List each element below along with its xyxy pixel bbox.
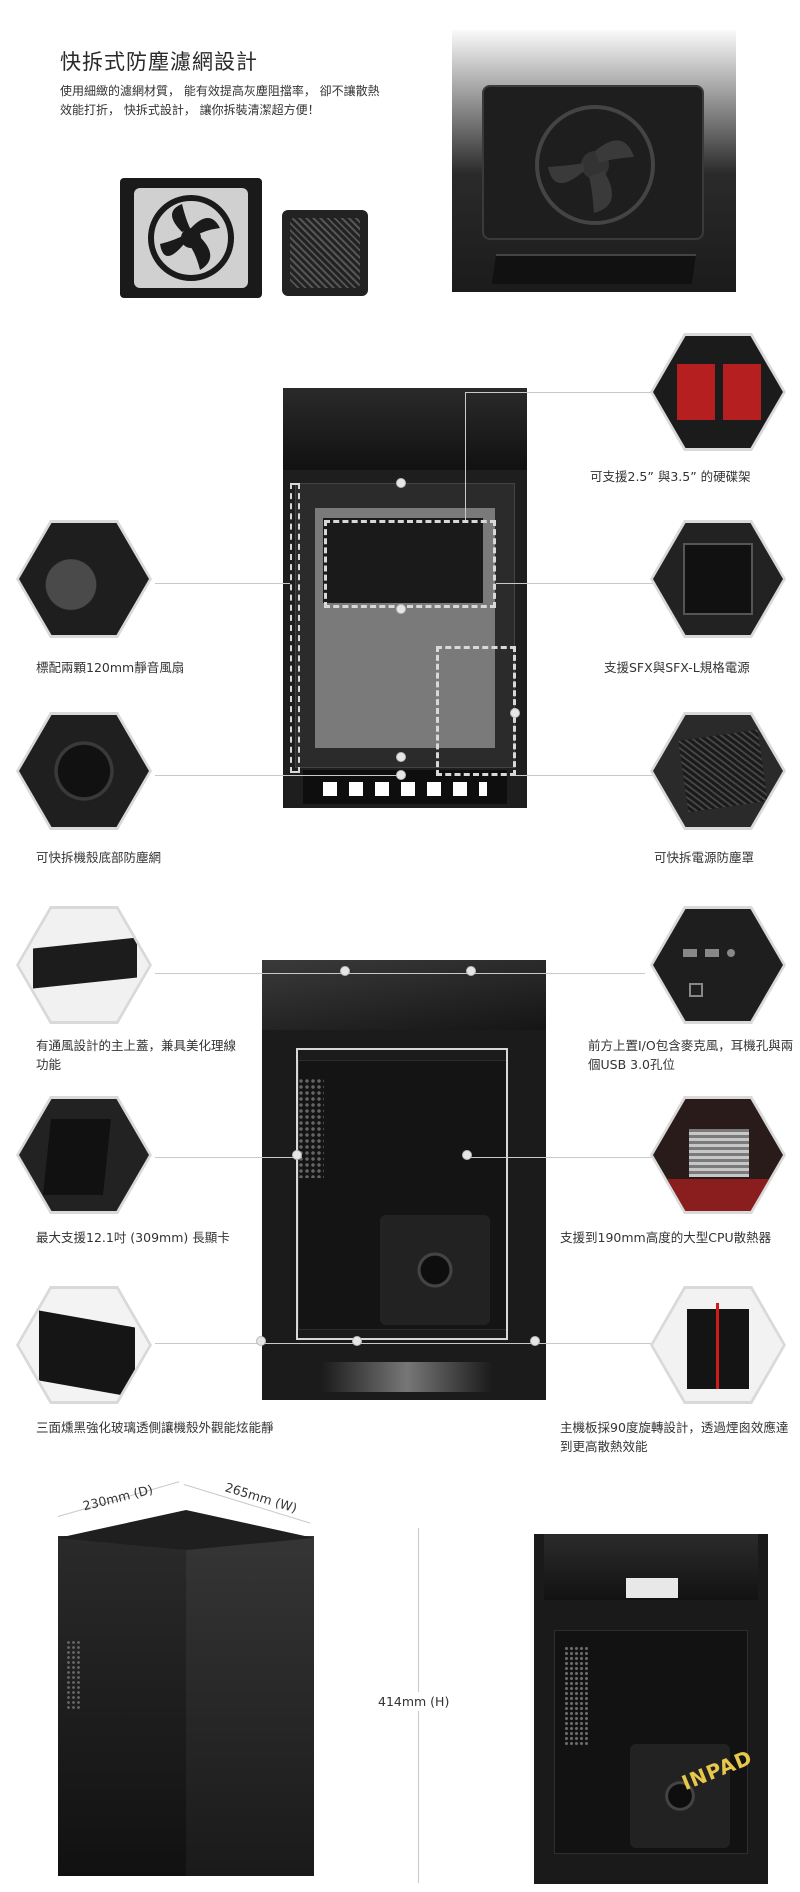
cpu-cooler-caption: 支援到190mm高度的大型CPU散熱器 [560,1230,772,1245]
case-front-open-image [283,388,527,808]
large-dust-filter-image [120,178,262,298]
psu-filter-hex-image [650,712,786,830]
psu-filter-caption: 可快拆電源防塵罩 [654,850,755,865]
hdd-bracket-hex-image [650,333,786,451]
rotation-caption: 主機板採90度旋轉設計，透過煙囪效應達到更高散熱效能 [560,1420,789,1454]
psu-highlight [436,646,516,776]
gpu-hex-image [16,1096,152,1214]
case-top-filter-image [452,30,736,292]
glass-hex-image [16,1286,152,1404]
front-io-caption: 前方上置I/O包含麥克風，耳機孔與兩個USB 3.0孔位 [588,1038,794,1072]
fan-icon [535,105,655,225]
fans-hex-image [16,520,152,638]
case-side-glass-image [262,960,546,1400]
glass-caption: 三面燻黑強化玻璃透側讓機殼外觀能炫能靜 [36,1420,274,1435]
hdd-bracket-caption: 可支援2.5” 與3.5” 的硬碟架 [590,469,751,484]
height-label: 414mm (H) [374,1692,454,1711]
gpu-caption: 最大支援12.1吋 (309mm) 長顯卡 [36,1230,230,1245]
small-dust-filter-image [282,210,368,296]
cpu-cooler-hex-image [650,1096,786,1214]
rotation-hex-image [650,1286,786,1404]
filter-section-title: 快拆式防塵濾網設計 [60,50,258,74]
top-cover-caption: 有通風設計的主上蓋，兼具美化理線功能 [36,1038,237,1072]
fan-icon [148,195,234,281]
case-front-closed-image [534,1534,768,1884]
psu-hex-image [650,520,786,638]
top-cover-hex-image [16,906,152,1024]
hdd-bracket-highlight [324,520,496,608]
filter-section-description: 使用細緻的濾網材質， 能有效提高灰塵阻擋率， 卻不讓散熱效能打折， 快拆式設計，… [60,84,380,117]
bottom-filter-caption: 可快拆機殼底部防塵網 [36,850,162,865]
case-isometric-image [48,1510,316,1882]
psu-caption: 支援SFX與SFX-L規格電源 [604,660,750,675]
bottom-filter-hex-image [16,712,152,830]
fans-caption: 標配兩顆120mm靜音風扇 [36,660,185,675]
side-rail-highlight [290,483,300,773]
front-io-hex-image [650,906,786,1024]
